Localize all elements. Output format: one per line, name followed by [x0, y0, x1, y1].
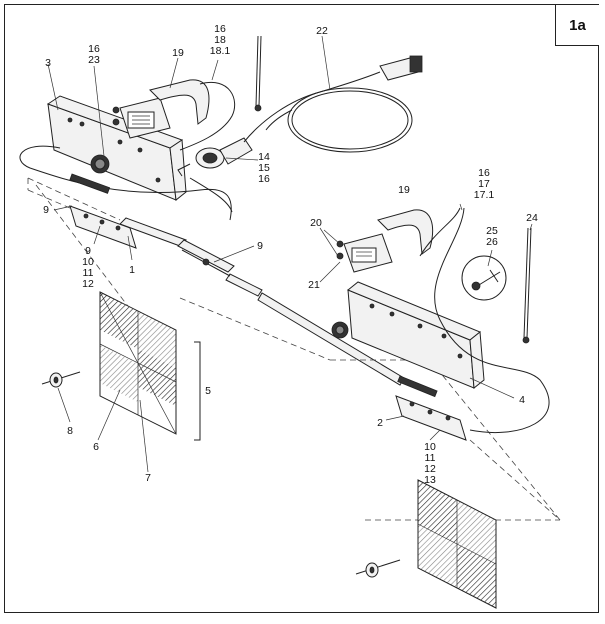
pin-detail	[461, 255, 507, 301]
left-mounting-plate	[69, 173, 137, 249]
right-reflector-plate	[417, 479, 497, 609]
callout-21: 21	[308, 279, 320, 291]
callout-16-17-17.1: 16 17 17.1	[473, 167, 495, 201]
leader-lines	[47, 35, 533, 473]
callout-10-11-12-13: 10 11 12 13	[424, 441, 436, 486]
callout-22: 22	[316, 25, 328, 37]
left-plate-screw	[41, 371, 81, 388]
callout-16-23: 16 23	[88, 43, 100, 66]
rod-left	[254, 35, 262, 112]
figure-badge: 1a	[555, 5, 599, 46]
callout-8: 8	[67, 425, 73, 437]
callout-1: 1	[129, 264, 135, 276]
callout-9-10-11-12: 9 10 11 12	[82, 245, 94, 290]
callout-5: 5	[205, 385, 211, 397]
left-lamp-housing	[112, 79, 210, 139]
callout-20: 20	[310, 217, 322, 229]
right-lamp-bracket	[331, 281, 485, 389]
right-mounting-plate	[395, 375, 467, 441]
callout-14-15-16: 14 15 16	[258, 151, 270, 185]
callout-3: 3	[45, 57, 51, 69]
callout-16-18-18.1: 16 18 18.1	[209, 23, 231, 57]
callout-24: 24	[526, 212, 538, 224]
callout-19-right: 19	[398, 184, 410, 196]
drawing-frame	[4, 4, 599, 613]
rod-right	[522, 227, 532, 344]
callout-6: 6	[93, 441, 99, 453]
callout-25-26: 25 26	[486, 225, 498, 248]
right-plate-screw	[355, 559, 401, 578]
right-lamp-housing	[336, 209, 434, 273]
left-connector	[177, 137, 253, 177]
callout-9-b: 9	[257, 240, 263, 252]
callout-4: 4	[519, 394, 525, 406]
callout-19-left: 19	[172, 47, 184, 59]
crossbar-tube	[119, 217, 405, 386]
callout-9-a: 9	[43, 204, 49, 216]
left-reflector-plate	[99, 291, 177, 435]
callout-2: 2	[377, 417, 383, 429]
main-cable-22	[243, 55, 423, 153]
callout-7: 7	[145, 472, 151, 484]
